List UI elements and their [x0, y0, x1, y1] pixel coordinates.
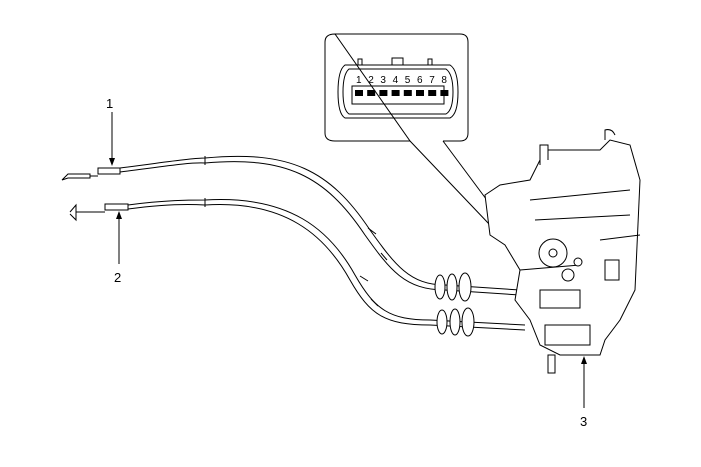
connector-inset [324, 33, 499, 226]
callout-3: 3 [580, 356, 587, 429]
callout-1: 1 [106, 96, 115, 166]
pin-number: 5 [405, 75, 411, 86]
pin-number: 6 [417, 75, 423, 86]
pin-number: 7 [429, 75, 435, 86]
pin-terminal [379, 90, 388, 96]
pin-terminal [440, 90, 449, 96]
pin-number: 3 [380, 75, 386, 86]
pin-terminal [355, 90, 363, 96]
cable-1 [61, 155, 521, 296]
pin-number: 8 [441, 75, 447, 86]
cable-2 [69, 198, 526, 331]
pin-terminal [416, 90, 424, 96]
pin-terminal [367, 90, 376, 96]
pin-terminal [403, 90, 412, 96]
pin-terminal [391, 90, 400, 96]
door-latch-actuator [484, 129, 641, 374]
callout-label: 3 [580, 414, 587, 429]
callout-label: 2 [114, 270, 121, 285]
pin-number: 4 [393, 75, 399, 86]
grommets [434, 272, 475, 337]
callout-label: 1 [106, 96, 113, 111]
pin-number: 1 [356, 75, 362, 86]
pin-terminal [428, 90, 437, 96]
callout-2: 2 [114, 211, 122, 285]
pin-number: 2 [368, 75, 374, 86]
